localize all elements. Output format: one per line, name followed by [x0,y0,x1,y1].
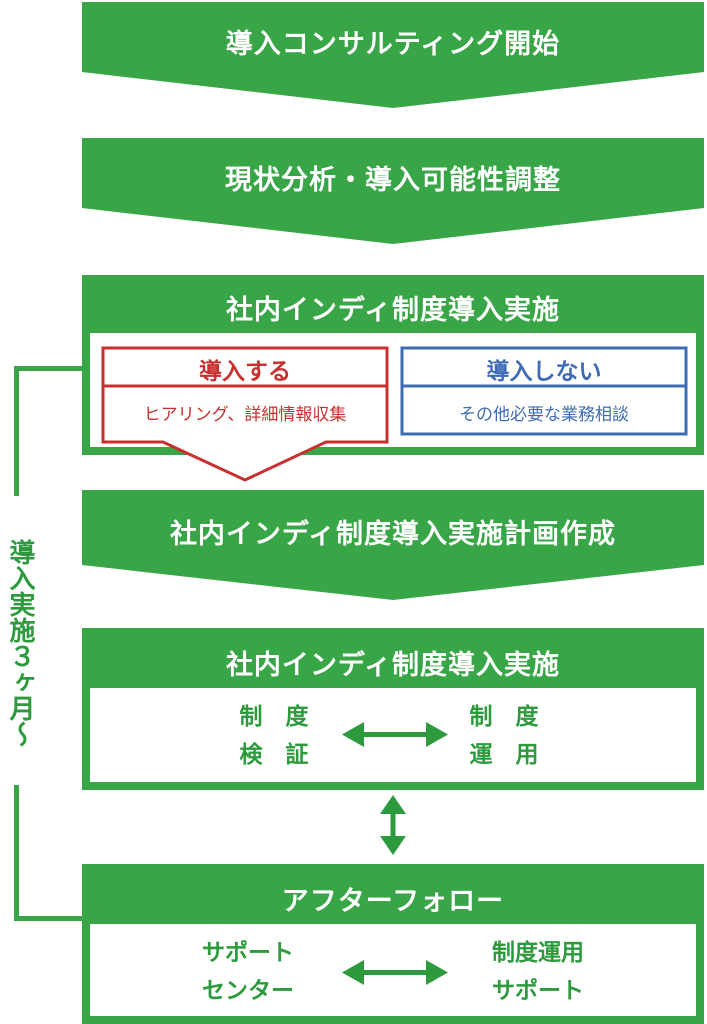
step5-title: 社内インディ制度導入実施 [225,650,561,681]
impl-left: 制 度 検 証 [214,698,334,774]
followup-right: 制度運用 サポート [468,934,608,1010]
option-no-title: 導入しない [486,359,602,385]
option-yes-box [101,346,389,482]
double-arrow-horizontal-1 [342,722,448,747]
impl-right: 制 度 運 用 [444,698,564,774]
followup-left: サポート センター [178,934,318,1010]
followup-right-line1: 制度運用 [492,940,584,966]
option-no-detail: その他必要な業務相談 [459,405,629,425]
step2-arrow [82,138,704,244]
option-yes: 導入する ヒアリング、詳細情報収集 [103,348,387,442]
step3-title: 社内インディ制度導入実施 [225,295,561,326]
double-arrow-vertical [380,795,406,855]
side-bracket [14,366,84,921]
followup-left-line2: センター [202,978,294,1004]
option-no: 導入しない その他必要な業務相談 [402,348,686,434]
impl-right-line1: 制 度 [469,704,539,730]
step2-title: 現状分析・導入可能性調整 [225,165,561,196]
followup-left-line1: サポート [202,940,294,966]
impl-left-line2: 検 証 [239,742,309,768]
impl-right-line2: 運 用 [469,742,539,768]
option-no-box [400,346,688,436]
double-arrow-horizontal-2 [342,960,448,985]
step1-arrow [82,2,704,108]
followup-right-line2: サポート [492,978,584,1004]
impl-left-line1: 制 度 [239,704,309,730]
side-label-duration: 導入実施３ヶ月～ [5,539,35,747]
step1-title: 導入コンサルティング開始 [225,29,561,60]
option-yes-title: 導入する [199,359,291,385]
step4-title: 社内インディ制度導入実施計画作成 [169,519,617,550]
option-yes-detail: ヒアリング、詳細情報収集 [143,405,347,425]
step6-title: アフターフォロー [281,886,505,917]
step4-arrow [82,490,704,600]
